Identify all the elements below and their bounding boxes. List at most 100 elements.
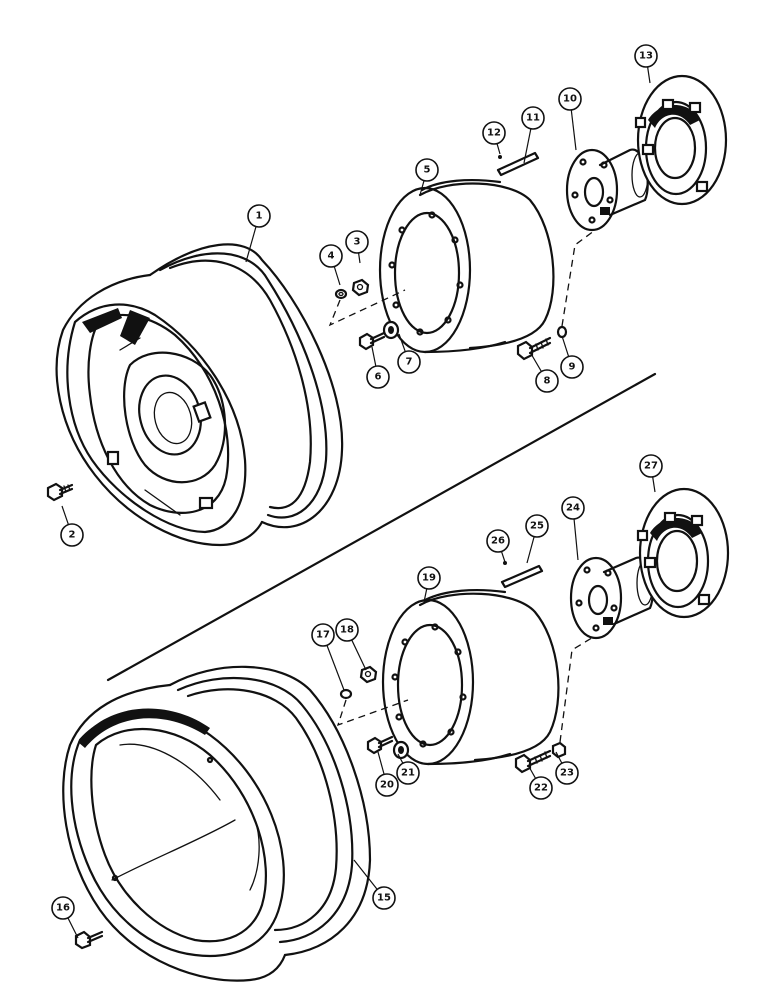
callout-leader-line (529, 351, 542, 372)
callout-20: 20 (375, 751, 399, 797)
callout-circle (417, 566, 441, 590)
section-divider-line (106, 372, 657, 682)
callout-circle (561, 496, 585, 520)
callout-7: 7 (397, 333, 421, 374)
callout-24: 24 (561, 496, 585, 561)
callout-leader-line (570, 109, 577, 151)
callout-circle (51, 896, 75, 920)
callout-26: 26 (486, 529, 510, 563)
washer-9 (556, 325, 568, 339)
callout-number: 23 (560, 768, 574, 779)
callout-circle (555, 761, 579, 785)
callout-number: 10 (563, 94, 577, 105)
callout-number: 8 (544, 376, 551, 387)
lock-washer-21 (392, 740, 410, 760)
callout-15: 15 (353, 859, 396, 910)
callout-27: 27 (639, 454, 663, 493)
callout-leader-line (67, 917, 79, 939)
bolt-22 (514, 749, 552, 774)
callout-number: 11 (526, 113, 540, 124)
guide-line-upper-right (561, 224, 603, 327)
callout-leader-line (326, 645, 345, 691)
callout-leader-line (527, 764, 537, 779)
callout-leader-line (496, 143, 501, 155)
callout-number: 27 (644, 461, 658, 472)
callout-leader-line (357, 252, 361, 264)
wheel-rim-upper (55, 243, 344, 547)
callout-number: 16 (56, 903, 70, 914)
callout-circle (486, 529, 510, 553)
callout-6: 6 (366, 346, 390, 389)
callout-number: 25 (530, 521, 544, 532)
callout-circle (560, 355, 584, 379)
callout-11: 11 (521, 106, 545, 164)
callout-leader-line (333, 266, 341, 286)
callout-1: 1 (245, 204, 271, 263)
callout-10: 10 (558, 87, 582, 151)
callout-number: 26 (491, 536, 505, 547)
callout-circle (247, 204, 271, 228)
callout-number: 20 (380, 780, 394, 791)
callout-number: 22 (534, 783, 548, 794)
callout-23: 23 (555, 751, 579, 785)
callout-leader-line (419, 180, 425, 196)
callout-leader-line (398, 333, 406, 352)
callout-number: 5 (424, 165, 431, 176)
callout-5: 5 (415, 158, 439, 196)
callout-16: 16 (51, 896, 79, 939)
washer-4 (334, 288, 348, 300)
callout-18: 18 (335, 618, 367, 671)
callout-leader-line (61, 505, 69, 525)
key-25 (500, 564, 544, 589)
callout-number: 3 (354, 237, 361, 248)
callout-leader-line (573, 518, 579, 561)
guide-line-upper-left (328, 289, 406, 327)
callout-leader-line (351, 639, 367, 671)
callout-number: 17 (316, 630, 330, 641)
callout-leader-line (500, 551, 506, 563)
key-11 (496, 151, 540, 177)
bolt-8 (516, 336, 552, 361)
bolt-6 (358, 331, 386, 351)
callout-number: 2 (69, 530, 76, 541)
bolt-16 (74, 930, 104, 950)
callout-22: 22 (527, 764, 553, 800)
pin-26 (503, 561, 507, 565)
callout-number: 13 (639, 51, 653, 62)
nut-3 (351, 278, 370, 297)
callout-13: 13 (634, 44, 658, 84)
callout-circle (319, 244, 343, 268)
pin-12 (498, 155, 502, 159)
callout-9: 9 (560, 335, 584, 379)
callout-19: 19 (417, 566, 441, 603)
hub-cover-upper (634, 74, 728, 206)
drum-upper (378, 178, 555, 354)
callout-circle (634, 44, 658, 68)
callout-17: 17 (311, 623, 345, 691)
callout-8: 8 (529, 351, 559, 393)
callout-circle (60, 523, 84, 547)
callout-leader-line (526, 536, 535, 564)
callout-leader-line (561, 335, 570, 357)
callout-circle (366, 365, 390, 389)
callout-12: 12 (482, 121, 506, 155)
callout-leader-line (523, 128, 532, 164)
callout-circle (415, 158, 439, 182)
callout-circle (521, 106, 545, 130)
callout-leader-line (377, 751, 385, 775)
callout-circle (397, 350, 421, 374)
callout-circle (529, 776, 553, 800)
callout-4: 4 (319, 244, 343, 286)
callout-leader-line (245, 226, 257, 263)
callout-number: 4 (328, 251, 335, 262)
washer-17 (339, 688, 353, 700)
callout-circle (335, 618, 359, 642)
wheel-rim-lower (62, 665, 372, 982)
callout-number: 18 (340, 625, 354, 636)
nut-18 (359, 665, 378, 684)
bolt-2 (46, 482, 74, 502)
callout-leader-line (652, 476, 656, 493)
callout-circle (396, 761, 420, 785)
